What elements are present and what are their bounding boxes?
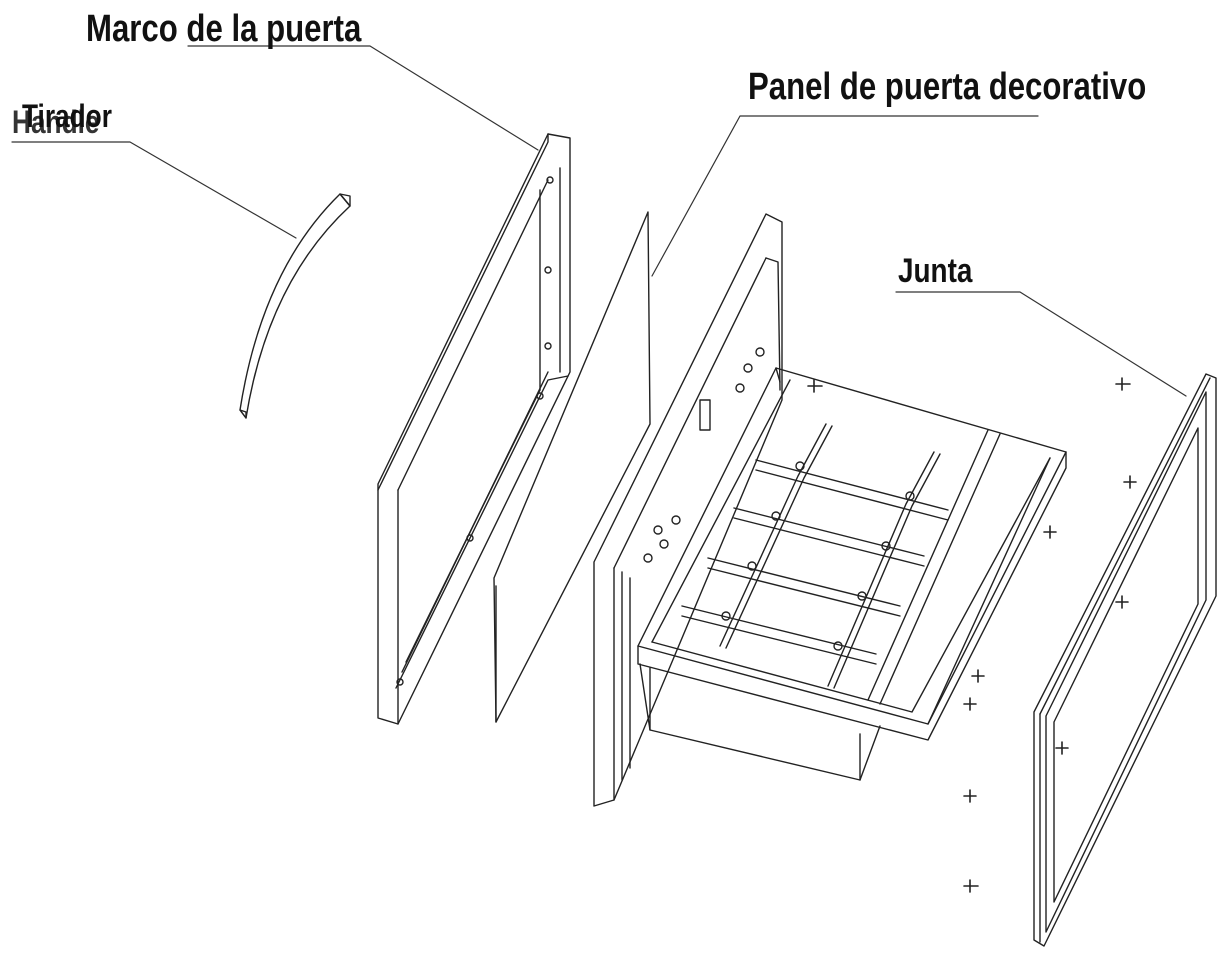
screw	[1116, 596, 1128, 608]
frame-screw	[397, 679, 403, 685]
leader-decorative-panel	[652, 116, 1038, 276]
gasket-part	[1034, 374, 1216, 946]
drawer-basket-part	[638, 368, 1066, 780]
divider-clip	[722, 612, 730, 620]
front-hole	[672, 516, 680, 524]
frame-screw	[547, 177, 553, 183]
front-hole	[660, 540, 668, 548]
front-hole	[744, 364, 752, 372]
front-bracket	[700, 400, 710, 430]
divider-clip	[748, 562, 756, 570]
divider-clip	[906, 492, 914, 500]
handle-label-spanish: Tirador	[22, 98, 112, 134]
divider-clip	[772, 512, 780, 520]
leader-gasket	[896, 292, 1186, 396]
divider-clip	[882, 542, 890, 550]
screw	[964, 880, 978, 892]
screw	[808, 380, 822, 392]
leader-handle	[12, 142, 296, 238]
frame-screw	[545, 267, 551, 273]
frame-screw	[545, 343, 551, 349]
screw	[1116, 378, 1130, 390]
front-hole	[644, 554, 652, 562]
front-hole	[736, 384, 744, 392]
screws	[808, 378, 1136, 892]
door-frame-part	[378, 134, 570, 724]
screw	[964, 790, 976, 802]
handle-label-english: Handle	[12, 104, 100, 140]
screw	[964, 698, 976, 710]
divider-clip	[834, 642, 842, 650]
drawer-front-part	[594, 214, 782, 806]
decorative-panel-part	[494, 212, 650, 722]
screw	[972, 670, 984, 682]
front-hole	[756, 348, 764, 356]
frame-screw	[537, 393, 543, 399]
frame-screw	[467, 535, 473, 541]
screw	[1056, 742, 1068, 754]
divider-clip	[796, 462, 804, 470]
door-frame-label: Marco de la puerta	[86, 8, 362, 50]
divider-clip	[858, 592, 866, 600]
screw	[1124, 476, 1136, 488]
gasket-label: Junta	[898, 252, 973, 290]
screw	[1044, 526, 1056, 538]
decorative-panel-label: Panel de puerta decorativo	[748, 66, 1147, 108]
front-hole	[654, 526, 662, 534]
handle-part	[240, 194, 350, 418]
leader-door-frame	[188, 46, 538, 150]
leader-lines	[12, 46, 1186, 396]
